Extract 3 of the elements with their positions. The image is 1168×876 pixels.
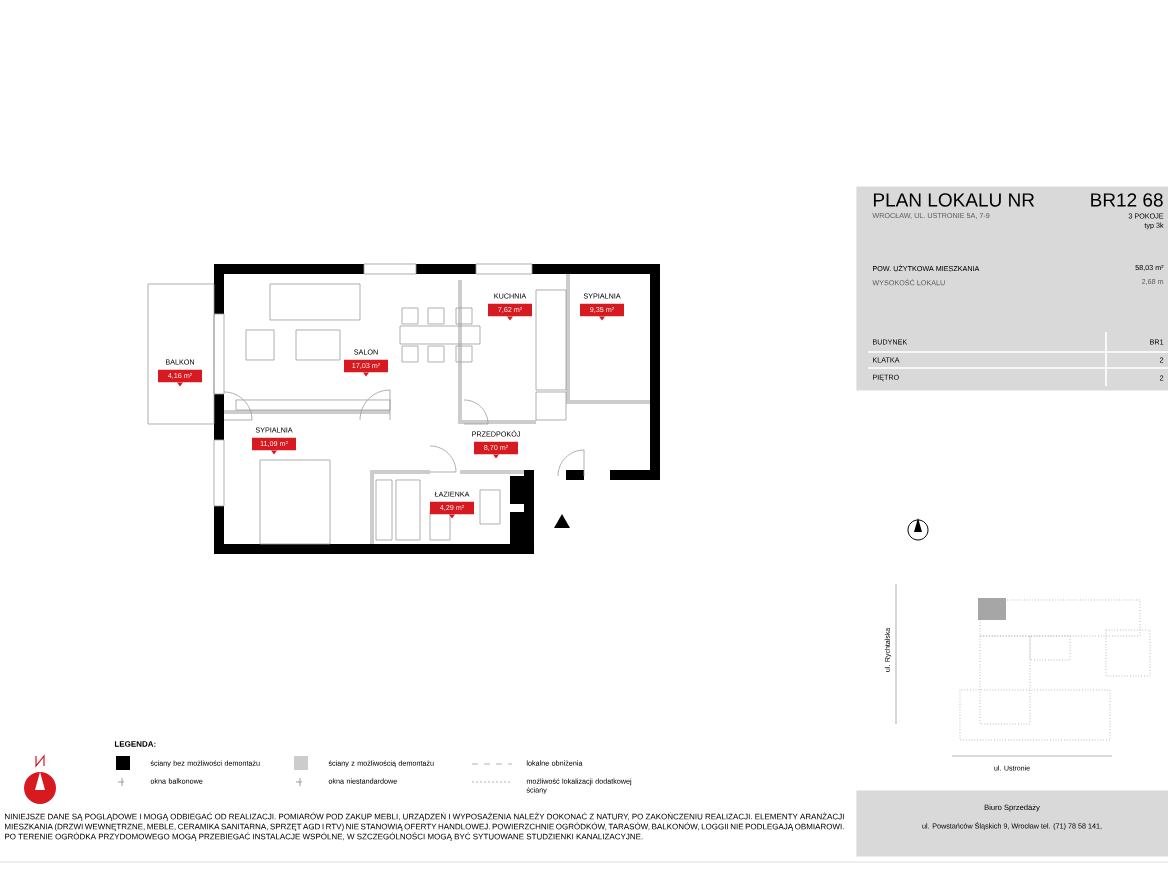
title: PLAN LOKALU NR — [873, 193, 1035, 207]
info-panel — [856, 186, 1168, 391]
unit-number: BR12 68 — [1091, 193, 1163, 207]
